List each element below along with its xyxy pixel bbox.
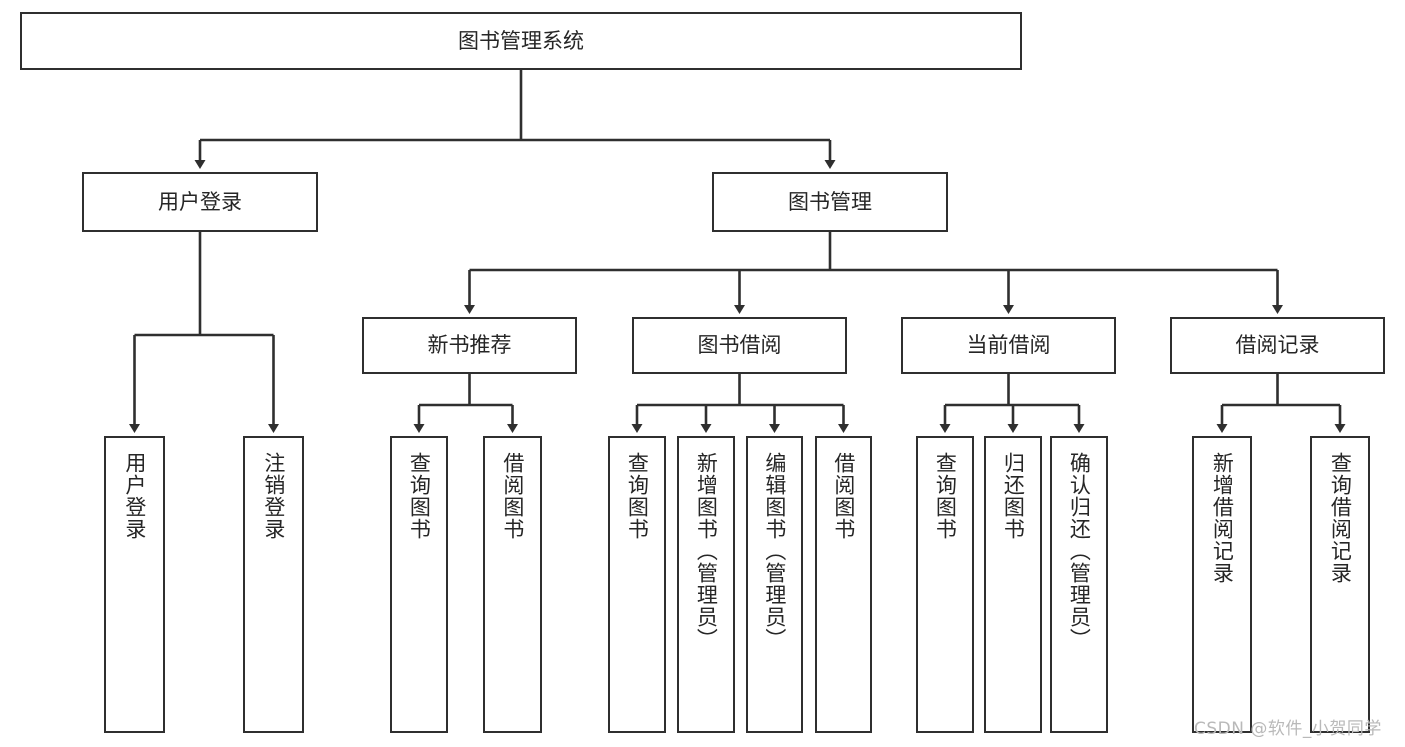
node-leaf6[interactable]: 新增图书（管理员） <box>677 436 735 733</box>
node-leaf12[interactable]: 新增借阅记录 <box>1192 436 1252 733</box>
node-leaf5[interactable]: 查询图书 <box>608 436 666 733</box>
node-label: 图书管理 <box>788 189 872 214</box>
node-leaf8[interactable]: 借阅图书 <box>815 436 872 733</box>
csdn-watermark: CSDN @软件_小贺同学 <box>1194 719 1382 739</box>
node-label: 新增借阅记录 <box>1210 452 1235 584</box>
node-label: 图书管理系统 <box>458 28 584 53</box>
node-leaf13[interactable]: 查询借阅记录 <box>1310 436 1370 733</box>
node-label: 新书推荐 <box>427 333 512 358</box>
node-label: 图书借阅 <box>697 333 782 358</box>
node-label: 注销登录 <box>261 452 286 540</box>
node-login[interactable]: 用户登录 <box>82 172 318 232</box>
node-leaf1[interactable]: 用户登录 <box>104 436 165 733</box>
node-label: 查询图书 <box>933 452 958 540</box>
node-leaf9[interactable]: 查询图书 <box>916 436 974 733</box>
node-leaf7[interactable]: 编辑图书（管理员） <box>746 436 803 733</box>
node-label: 借阅图书 <box>500 452 525 540</box>
node-leaf11[interactable]: 确认归还（管理员） <box>1050 436 1108 733</box>
node-label: 归还图书 <box>1001 452 1026 540</box>
node-label: 用户登录 <box>158 189 242 214</box>
node-label: 查询图书 <box>625 452 650 540</box>
node-label: 查询图书 <box>407 452 432 540</box>
node-records[interactable]: 借阅记录 <box>1170 317 1385 374</box>
node-label: 编辑图书（管理员） <box>762 452 787 650</box>
node-label: 借阅记录 <box>1235 333 1320 358</box>
node-label: 用户登录 <box>122 452 147 540</box>
node-root[interactable]: 图书管理系统 <box>20 12 1022 70</box>
node-label: 借阅图书 <box>831 452 856 540</box>
node-label: 当前借阅 <box>966 333 1051 358</box>
node-label: 确认归还（管理员） <box>1067 452 1092 650</box>
node-label: 查询借阅记录 <box>1328 452 1353 584</box>
node-newbook[interactable]: 新书推荐 <box>362 317 577 374</box>
node-label: 新增图书（管理员） <box>694 452 719 650</box>
node-leaf10[interactable]: 归还图书 <box>984 436 1042 733</box>
node-leaf2[interactable]: 注销登录 <box>243 436 304 733</box>
node-current[interactable]: 当前借阅 <box>901 317 1116 374</box>
node-leaf3[interactable]: 查询图书 <box>390 436 448 733</box>
node-leaf4[interactable]: 借阅图书 <box>483 436 542 733</box>
node-bookmgmt[interactable]: 图书管理 <box>712 172 948 232</box>
node-borrow[interactable]: 图书借阅 <box>632 317 847 374</box>
